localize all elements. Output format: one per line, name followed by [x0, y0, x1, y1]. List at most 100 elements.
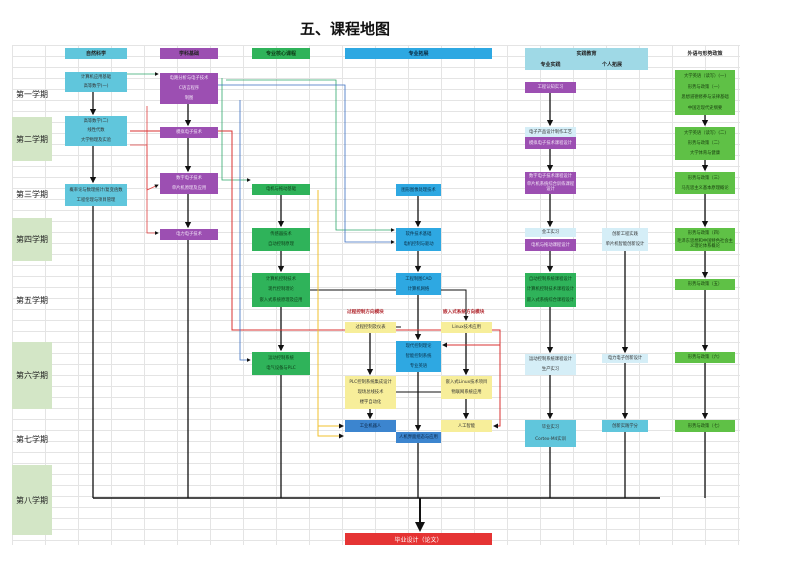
- course-name: PLC控制系统集成设计: [349, 379, 392, 385]
- course-name: 嵌入式Linux技术项目: [445, 379, 488, 385]
- course-name: 单片机原理及应用: [171, 185, 207, 191]
- course-name: 电机与拖动基础: [265, 187, 297, 192]
- course-name: 运动控制系统课程设计: [529, 357, 572, 363]
- course-box-p2a: 电子产品设计制作工艺: [525, 127, 576, 137]
- header-extension: 专业拓展: [345, 48, 492, 59]
- course-box-c4: 运动控制系统电气设备与PLC: [252, 352, 310, 375]
- connector: [317, 190, 344, 439]
- course-box-p2b: 模拟电子技术课程设计: [525, 137, 576, 149]
- course-box-g6: 形势与政策（六）: [675, 352, 735, 363]
- course-name: 大学物理及实验: [80, 137, 112, 143]
- course-name: 思想道德修养与法律基础: [681, 95, 729, 101]
- course-name: 电力电子创新设计: [607, 356, 643, 361]
- course-name: 马克思主义基本原理概论: [681, 185, 729, 191]
- course-name: 楼宇自动化: [359, 400, 382, 406]
- semester-4: 第四学期: [12, 218, 52, 261]
- course-name: 概率论与数理统计/复变函数: [69, 187, 123, 193]
- course-name: 计算机应用基础: [80, 75, 112, 80]
- course-name: 专业英语: [409, 363, 428, 369]
- course-name: 自动控制系统课程设计: [529, 276, 572, 282]
- connector: [239, 100, 251, 362]
- course-box-g1: 大学英语（读写）(一)形势与政策（一）思想道德修养与法律基础中国近现代史纲要: [675, 70, 735, 115]
- course-box-e5: 工业机器人: [345, 420, 396, 432]
- connector: [130, 144, 159, 235]
- course-box-y4: 嵌入式Linux技术项目物联网系统应用: [441, 376, 492, 399]
- module-embedded-label: 嵌入式系统方向模块: [443, 310, 485, 315]
- course-name: 生产实习: [541, 366, 560, 372]
- course-box-c3: 计算机控制技术现代控制理论嵌入式系统原理及应用: [252, 273, 310, 307]
- course-box-n1: 计算机应用基础高等数学(一): [65, 72, 127, 92]
- course-name: 计算机网络: [407, 286, 430, 292]
- course-name: 形势与政策（二）: [687, 140, 723, 146]
- course-name: 数字电子技术课程设计: [529, 174, 572, 180]
- course-box-y2: Linux技术应用: [441, 322, 492, 333]
- course-box-c1: 电机与拖动基础: [252, 184, 310, 195]
- course-name: 模拟电子技术: [176, 130, 202, 135]
- course-name: 工程伦理与项目管理: [76, 197, 116, 203]
- final-thesis-box: 毕业设计（论文）: [345, 533, 492, 545]
- course-name: 工业机器人: [359, 423, 382, 429]
- course-name: 软件技术基础: [405, 231, 432, 237]
- course-name: 电路分析与电子技术: [169, 76, 209, 82]
- course-name: 模拟电子技术课程设计: [529, 140, 572, 146]
- semester-7: 第七学期: [16, 434, 48, 444]
- course-name: C语言程序: [178, 85, 200, 91]
- course-name: 创新工程实践: [612, 231, 638, 237]
- header-practice-major: 专业实践: [525, 59, 576, 70]
- course-name: 计算机控制技术: [265, 276, 297, 282]
- semester-6: 第六学期: [12, 342, 52, 409]
- course-name: 单片机系统综合训练课程设计: [526, 181, 575, 192]
- header-foundation: 学科基础: [160, 48, 218, 59]
- course-name: Linux技术应用: [452, 325, 481, 330]
- grid-background: [12, 45, 740, 545]
- course-name: 图形图像处理技术: [401, 187, 436, 193]
- course-box-p4b: 电机与拖动课程设计: [525, 239, 576, 251]
- course-box-e2: 软件技术基础电机控制与驱动: [396, 228, 441, 251]
- course-box-i3: 创新实践学分: [602, 420, 648, 432]
- course-box-y1: 过程控制及仪表: [345, 322, 396, 333]
- course-box-e1: 图形图像处理技术: [396, 184, 441, 196]
- course-box-g7: 形势与政策（七）: [675, 420, 735, 432]
- course-name: 高等数学(二): [83, 119, 109, 125]
- course-box-y3: PLC控制系统集成设计现场总线技术楼宇自动化: [345, 376, 396, 409]
- course-name: 嵌入式系统原理及应用: [259, 298, 303, 304]
- course-name: 现代控制理论: [405, 344, 432, 350]
- course-box-g3: 形势与政策（三）马克思主义基本原理概论: [675, 172, 735, 194]
- course-name: 智能控制系统: [405, 353, 432, 359]
- course-name: 创新实践学分: [612, 423, 638, 429]
- semester-5: 第五学期: [16, 295, 48, 305]
- connector: [218, 84, 395, 244]
- course-box-p3: 数字电子技术课程设计单片机系统综合训练课程设计: [525, 172, 576, 194]
- course-name: 嵌入式系统综合课程设计: [526, 298, 575, 304]
- course-box-e6: 人机界面组态与应用: [396, 432, 441, 443]
- course-name: 金工实习: [541, 230, 560, 235]
- course-name: 工程制图CAD: [405, 276, 432, 282]
- course-name: 毛泽东思想和中国特色社会主义理论体系概论: [677, 238, 733, 249]
- course-name: 形势与政策（一）: [687, 84, 723, 90]
- semester-3: 第三学期: [16, 189, 48, 199]
- header-practice-personal: 个人拓展: [576, 59, 648, 70]
- course-name: 人工智能: [457, 423, 476, 429]
- course-box-e3: 工程制图CAD 计算机网络: [396, 273, 441, 295]
- semester-1: 第一学期: [16, 89, 48, 99]
- page-title: 五、课程地图: [300, 20, 391, 38]
- course-name: 中国近现代史纲要: [687, 106, 723, 112]
- header-policy: 外语与形势政策: [687, 51, 723, 57]
- course-name: 电气设备与PLC: [266, 366, 296, 372]
- header-core: 专业核心课程: [252, 48, 310, 59]
- course-name: 形势与政策（四）: [687, 230, 723, 236]
- course-name: 单片机智能创新设计: [605, 242, 645, 248]
- course-name: 毕业实习: [541, 424, 560, 430]
- course-name: 自动控制原理: [268, 242, 294, 248]
- course-name: 大学体育与健康: [689, 151, 721, 157]
- course-box-p1: 工程认知实习: [525, 82, 576, 93]
- course-name: 电力电子技术: [176, 232, 202, 237]
- course-box-f4: 电力电子技术: [160, 229, 218, 240]
- course-box-e4: 现代控制理论智能控制系统专业英语: [396, 341, 441, 372]
- header-natural: 自然科学: [65, 48, 127, 59]
- course-name: 形势与政策（六）: [687, 355, 723, 360]
- course-name: 过程控制及仪表: [355, 325, 386, 330]
- course-name: 形势与政策（五）: [687, 282, 723, 287]
- course-box-p6: 运动控制系统课程设计生产实习: [525, 354, 576, 375]
